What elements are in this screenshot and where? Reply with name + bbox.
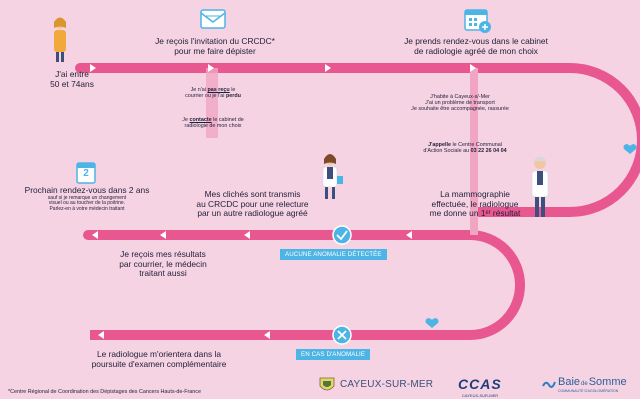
orient-text: Le radiologue m'orientera dans la poursu… (84, 349, 234, 369)
next-line-1: Prochain rendez-vous dans 2 ans (24, 185, 150, 195)
bds-logo-title: BaiedeSomme (558, 376, 627, 388)
check-circle-icon (332, 225, 352, 245)
contact-text: Je contacte le cabinet de radiologie de … (160, 117, 266, 129)
call-phone: 03 22 26 04 04 (470, 148, 507, 155)
results-text: Je reçois mes résultats par courrier, le… (108, 249, 218, 279)
cayeux-line-2: J'ai un problème de transport (425, 100, 495, 107)
ccas-logo-text: CCAS (458, 376, 502, 392)
track-connector (470, 68, 478, 235)
transmit-line-3: par un autre radiologue agréé (197, 208, 308, 219)
transmit-line-2: au CRCDC pour une relecture (196, 198, 309, 209)
wave-icon (542, 381, 556, 388)
cayeux-line-3: Je souhaite être accompagnée, rassurée (411, 106, 509, 113)
bds-logo-sub: COMMUNAUTÉ D'AGGLOMÉRATION (558, 389, 619, 393)
appointment-line-2: de radiologie agréé de mon choix (414, 45, 538, 56)
results-line-2: par courrier, le médecin (119, 258, 207, 269)
not-received-bold: pas reçu (207, 87, 230, 93)
heart-icons (425, 144, 637, 328)
no-anomaly-badge: AUCUNE ANOMALIE DÉTECTÉE (280, 249, 387, 260)
next-appointment-text: Prochain rendez-vous dans 2 ans sauf si … (12, 185, 162, 213)
transmit-line-1: Mes clichés sont transmis (204, 189, 301, 199)
call-rest: le Centre Communal (450, 142, 502, 148)
not-received-text: Je n'ai pas reçu le courrier ou je l'ai … (160, 87, 266, 99)
track-branch (206, 68, 218, 138)
invitation-line-1: Je reçois l'invitation du CRCDC* (155, 36, 275, 46)
invitation-line-2: pour me faire dépister (174, 45, 256, 56)
results-line-1: Je reçois mes résultats (120, 249, 206, 259)
results-line-3: traitant aussi (139, 268, 187, 279)
track-right-curve (470, 63, 640, 217)
not-received-line-2b: perdu (225, 93, 241, 100)
invitation-text: Je reçois l'invitation du CRCDC* pour me… (140, 36, 290, 56)
chevrons-top (90, 64, 476, 72)
woman-figure-icon (54, 17, 66, 62)
chevrons-bottom (98, 331, 270, 339)
check-icon (336, 230, 348, 241)
ccas-logo: CCAS CAYEUX-SUR-MER (458, 376, 522, 399)
bds-de: de (581, 381, 588, 387)
track-bottom-curve (90, 230, 525, 340)
calendar-add-icon (464, 9, 491, 33)
not-received-part-2: le (229, 87, 236, 93)
orient-line-2: poursuite d'examen complémentaire (91, 358, 227, 369)
age-text: J'ai entre 50 et 74ans (50, 69, 94, 89)
transmit-text: Mes clichés sont transmis au CRCDC pour … (180, 189, 325, 219)
contact-bold: contacte (189, 117, 212, 123)
doctor-man-icon (531, 156, 549, 217)
call-line-2a: d'Action Sociale au (423, 148, 471, 155)
age-line-1: J'ai entre (55, 69, 89, 79)
orient-line-1: Le radiologue m'orientera dans la (96, 349, 222, 359)
mammography-line-2: effectuée, le radiologue (431, 198, 519, 209)
cross-icon (337, 330, 347, 340)
not-received-line-2a: courrier ou je l'ai (185, 93, 226, 100)
bds-main: Baie (558, 376, 581, 388)
cayeux-crest-icon (319, 377, 335, 391)
contact-line-2: radiologie de mon choix (184, 123, 242, 130)
contact-part-1: Je (182, 117, 190, 123)
mammography-line-1: La mammographie (440, 189, 510, 199)
mammography-line-3: me donne un 1ᵉʳ résultat (429, 208, 521, 219)
next-small-2: visuel ou au toucher de la poitrine. (48, 200, 126, 207)
cayeux-logo-text: CAYEUX-SUR-MER (340, 379, 434, 390)
doctor-woman-icon (322, 154, 343, 199)
cayeux-line-1: J'habite à Cayeux-s/-Mer (430, 94, 490, 100)
baie-de-somme-logo: BaiedeSomme COMMUNAUTÉ D'AGGLOMÉRATION (542, 376, 640, 396)
cayeux-logo: CAYEUX-SUR-MER (318, 376, 442, 394)
next-small-1: sauf si je remarque un changement (47, 194, 127, 201)
ccas-logo-sub: CAYEUX-SUR-MER (462, 393, 499, 398)
mammography-text: La mammographie effectuée, le radiologue… (420, 189, 530, 219)
calendar-number: 2 (83, 168, 89, 179)
contact-part-2: le cabinet de (211, 117, 244, 123)
not-received-part-1: Je n'ai (190, 87, 208, 93)
chevrons-middle (92, 231, 412, 239)
cayeux-text: J'habite à Cayeux-s/-Mer J'ai un problèm… (400, 94, 520, 113)
call-text: J'appelle le Centre Communal d'Action So… (400, 142, 530, 154)
appointment-text: Je prends rendez-vous dans le cabinet de… (385, 36, 567, 56)
calendar-two-icon (76, 162, 96, 184)
appointment-line-1: Je prends rendez-vous dans le cabinet (404, 36, 548, 46)
age-line-2: 50 et 74ans (50, 78, 94, 89)
bds-somme: Somme (588, 376, 627, 388)
call-bold: J'appelle (428, 142, 451, 148)
anomaly-badge: EN CAS D'ANOMALIE (296, 349, 371, 360)
next-small-3: Parlez-en à votre médecin traitant (49, 206, 125, 213)
envelope-icon (200, 9, 226, 29)
footnote: *Centre Régional de Coordination des Dép… (8, 389, 201, 395)
